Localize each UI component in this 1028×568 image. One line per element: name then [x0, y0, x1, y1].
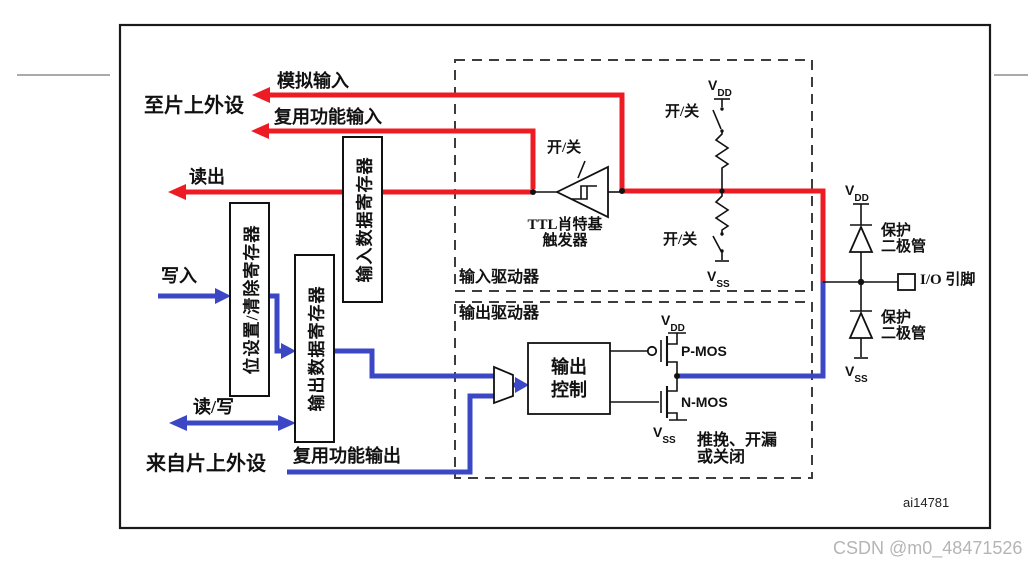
junction-dot — [619, 188, 625, 194]
schmitt-trigger-symbol — [554, 165, 609, 219]
alternate-function-input-line — [251, 123, 536, 189]
odr-to-mux-line — [330, 348, 495, 379]
pull-down-on-off-label: 开/关 — [663, 232, 698, 248]
protection-diode-top — [848, 224, 874, 253]
pull-down-resistor — [714, 192, 730, 233]
to-peripheral-label: 至片上外设 — [144, 95, 244, 117]
nmos-transistor — [660, 377, 687, 421]
pmos-gate-bubble — [646, 345, 658, 357]
nmos-label: N-MOS — [681, 394, 728, 410]
schmitt-trigger-label: TTL肖特基 触发器 — [527, 217, 603, 250]
output-control-box — [527, 342, 611, 415]
input-data-register-box: 输入数据寄存器 — [342, 136, 383, 303]
protection-diode-bottom — [848, 310, 874, 339]
trigger-on-off-label: 开/关 — [547, 140, 582, 156]
junction-dot — [674, 373, 680, 379]
output-mode-label: 推挽、开漏 或关闭 — [697, 432, 778, 467]
io-pin-label: I/O 引脚 — [920, 272, 976, 288]
read-write-label: 读/写 — [193, 397, 235, 417]
analog-input-line — [252, 87, 625, 189]
alternate-function-output-line — [287, 393, 495, 475]
diagram-frame — [118, 23, 992, 530]
read-write-arrow — [169, 415, 296, 431]
write-label: 写入 — [161, 266, 197, 286]
pmos-transistor — [646, 332, 686, 377]
trigger-enable-tick — [577, 160, 586, 179]
af-input-label: 复用功能输入 — [274, 107, 382, 127]
af-output-label: 复用功能输出 — [293, 446, 401, 466]
pull-up-switch — [712, 109, 722, 130]
from-peripheral-label: 来自片上外设 — [146, 453, 266, 475]
watermark: CSDN @m0_48471526 — [833, 538, 1023, 558]
protection-diode-bottom-label: 保护 二极管 — [881, 310, 927, 343]
vdd-label-diode: VDD — [845, 182, 869, 204]
protection-diode-top-label: 保护 二极管 — [881, 223, 927, 256]
bit-set-clear-register-box: 位设置/清除寄存器 — [229, 202, 270, 397]
output-driver-title: 输出驱动器 — [459, 305, 540, 322]
pull-up-down-network — [712, 98, 730, 262]
vss-label-diode: VSS — [845, 363, 868, 385]
pull-up-resistor — [714, 131, 730, 190]
pmos-label: P-MOS — [681, 343, 727, 359]
input-data-register-label: 输入数据寄存器 — [355, 156, 374, 283]
vdd-label-mos: VDD — [661, 312, 685, 334]
output-driver-box — [454, 301, 813, 479]
output-data-register-label: 输出数据寄存器 — [307, 285, 326, 412]
input-driver-title: 输入驱动器 — [459, 269, 540, 286]
input-driver-box — [454, 59, 813, 292]
junction-dot — [530, 189, 536, 195]
pull-up-on-off-label: 开/关 — [665, 104, 700, 120]
junction-dot — [857, 278, 865, 286]
analog-input-label: 模拟输入 — [277, 71, 349, 91]
bit-set-clear-register-label: 位设置/清除寄存器 — [242, 224, 262, 375]
vss-label-mos: VSS — [653, 424, 676, 446]
read-label: 读出 — [189, 167, 225, 187]
output-data-register-box: 输出数据寄存器 — [294, 254, 335, 443]
vss-label-pull: VSS — [707, 268, 730, 290]
pad-input-line — [622, 188, 826, 283]
vdd-label-pull: VDD — [708, 77, 732, 99]
pad-output-line — [677, 281, 826, 379]
output-mux — [493, 365, 514, 405]
io-pin-pad — [897, 273, 916, 291]
output-control-label: 输出 控制 — [551, 357, 587, 400]
write-arrow — [158, 288, 231, 304]
figure-id: ai14781 — [903, 495, 950, 510]
pull-down-switch — [712, 235, 722, 252]
protection-diodes — [848, 203, 874, 359]
junction-dot — [719, 188, 725, 194]
